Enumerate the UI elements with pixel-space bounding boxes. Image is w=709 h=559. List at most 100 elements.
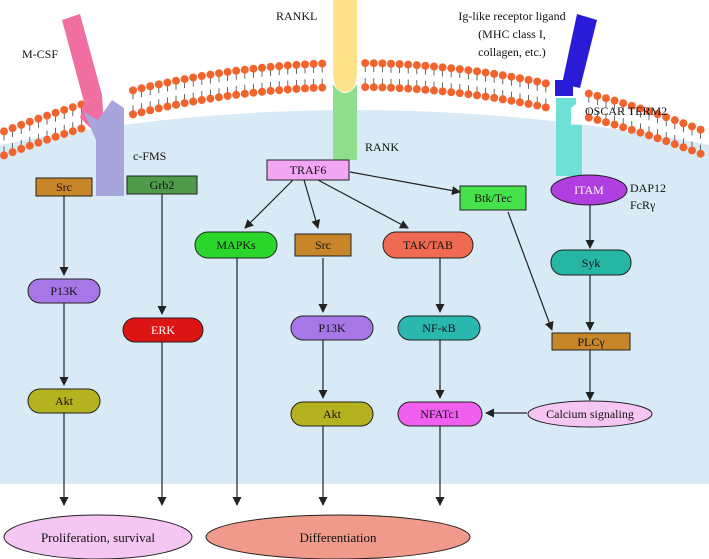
lipid-head bbox=[670, 140, 679, 149]
lipid-head bbox=[258, 87, 266, 96]
signaling-nodes: Src Grb2 TRAF6 Btk/Tec ITAM MAPKs Src TA… bbox=[27, 159, 653, 428]
lipid-head bbox=[679, 119, 688, 128]
lipid-head bbox=[421, 61, 430, 70]
signaling-arrows bbox=[59, 171, 595, 506]
lipid-head bbox=[17, 120, 26, 129]
lipid-head bbox=[60, 105, 69, 114]
lipid-head bbox=[129, 86, 137, 95]
lipid-head bbox=[206, 70, 215, 79]
lipid-head bbox=[146, 82, 155, 91]
lipid-head bbox=[189, 73, 198, 82]
traf6-text: TRAF6 bbox=[290, 163, 327, 177]
lipid-head bbox=[395, 84, 404, 93]
tak-tab-text: TAK/TAB bbox=[403, 238, 453, 252]
lipid-head bbox=[516, 74, 524, 83]
lipid-head bbox=[266, 62, 275, 71]
lipid-head bbox=[404, 84, 413, 93]
syk-text: Syk bbox=[582, 256, 601, 270]
cfms-receptor bbox=[84, 100, 124, 196]
lipid-head bbox=[645, 107, 653, 116]
lipid-head bbox=[301, 60, 309, 69]
lipid-head bbox=[688, 122, 696, 131]
lipid-head bbox=[232, 90, 241, 99]
nfatc1-text: NFATc1 bbox=[420, 407, 460, 421]
p13k-mid-pill bbox=[290, 315, 374, 341]
lipid-head bbox=[197, 95, 206, 104]
lipid-head bbox=[602, 94, 610, 103]
lipid-head bbox=[8, 148, 17, 157]
oscar-term2-receptor bbox=[556, 98, 582, 176]
lipid-head bbox=[361, 59, 370, 68]
itam-ellipse bbox=[550, 174, 628, 206]
lipid-head bbox=[369, 83, 378, 92]
ig-ligand-label-line1: Ig-like receptor ligand bbox=[458, 9, 565, 23]
cfms-label: c-FMS bbox=[133, 149, 166, 163]
lipid-head bbox=[481, 68, 490, 77]
lipid-head bbox=[60, 129, 69, 138]
lipid-head bbox=[0, 127, 8, 136]
lipid-head bbox=[490, 93, 499, 102]
nfkb-pill bbox=[397, 315, 481, 341]
rank-label: RANK bbox=[365, 140, 399, 154]
lipid-head bbox=[473, 67, 481, 76]
lipid-head bbox=[25, 141, 34, 150]
lipid-head bbox=[584, 113, 593, 122]
lipid-head bbox=[524, 99, 533, 108]
lipid-head bbox=[627, 101, 636, 110]
akt-left-text: Akt bbox=[55, 394, 74, 408]
arrow-traf6-to-btk bbox=[349, 171, 461, 195]
lipid-head bbox=[696, 149, 705, 158]
lipid-head bbox=[318, 59, 327, 68]
lipid-head bbox=[8, 124, 17, 133]
btk-tec-box bbox=[459, 185, 527, 211]
lipid-head bbox=[387, 59, 395, 68]
oscar-receptor-complex bbox=[555, 14, 597, 176]
lipid-head bbox=[541, 103, 550, 112]
lipid-head bbox=[163, 78, 172, 87]
lipid-head bbox=[490, 69, 499, 78]
lipid-head bbox=[619, 123, 628, 132]
lipid-head bbox=[25, 117, 34, 126]
lipid-head bbox=[154, 104, 163, 113]
lipid-head bbox=[412, 61, 421, 70]
lipid-head bbox=[498, 71, 507, 80]
ig-ligand-label-line3: collagen, etc.) bbox=[478, 45, 546, 59]
lipid-head bbox=[189, 97, 198, 106]
lipid-head bbox=[0, 151, 8, 160]
lipid-head bbox=[283, 85, 292, 94]
lipid-head bbox=[163, 102, 172, 111]
traf6-box bbox=[266, 159, 350, 181]
lipid-head bbox=[412, 85, 421, 94]
lipid-head bbox=[541, 79, 550, 88]
nfatc1-pill bbox=[397, 401, 483, 427]
lipid-head bbox=[240, 65, 249, 74]
differentiation-ellipse bbox=[205, 514, 471, 559]
lipid-head bbox=[395, 60, 404, 69]
dap12-label: DAP12 bbox=[630, 181, 666, 195]
calcium-signaling-ellipse bbox=[527, 400, 653, 428]
lipid-head bbox=[421, 85, 430, 94]
lipid-head bbox=[275, 62, 284, 71]
plcg-text: PLCγ bbox=[577, 335, 605, 349]
lipid-head bbox=[258, 63, 266, 72]
lipid-head bbox=[679, 143, 688, 152]
lipid-head bbox=[455, 89, 464, 98]
lipid-head bbox=[17, 144, 26, 153]
lipid-head bbox=[249, 64, 258, 73]
lipid-head bbox=[318, 83, 327, 92]
nfkb-text: NF-κB bbox=[422, 321, 455, 335]
lipid-head bbox=[507, 72, 516, 81]
grb2-box bbox=[126, 175, 198, 195]
lipid-head bbox=[524, 75, 533, 84]
lipid-head bbox=[584, 89, 593, 98]
lipid-head bbox=[206, 94, 215, 103]
lipid-head bbox=[610, 96, 619, 105]
erk-text: ERK bbox=[151, 323, 175, 337]
lipid-head bbox=[34, 138, 43, 147]
oscar-term2-label: OSCAR TERM2 bbox=[585, 104, 667, 118]
lipid-head bbox=[387, 83, 395, 92]
lipid-head bbox=[481, 92, 490, 101]
lipid-head bbox=[498, 95, 507, 104]
mapks-text: MAPKs bbox=[216, 238, 256, 252]
